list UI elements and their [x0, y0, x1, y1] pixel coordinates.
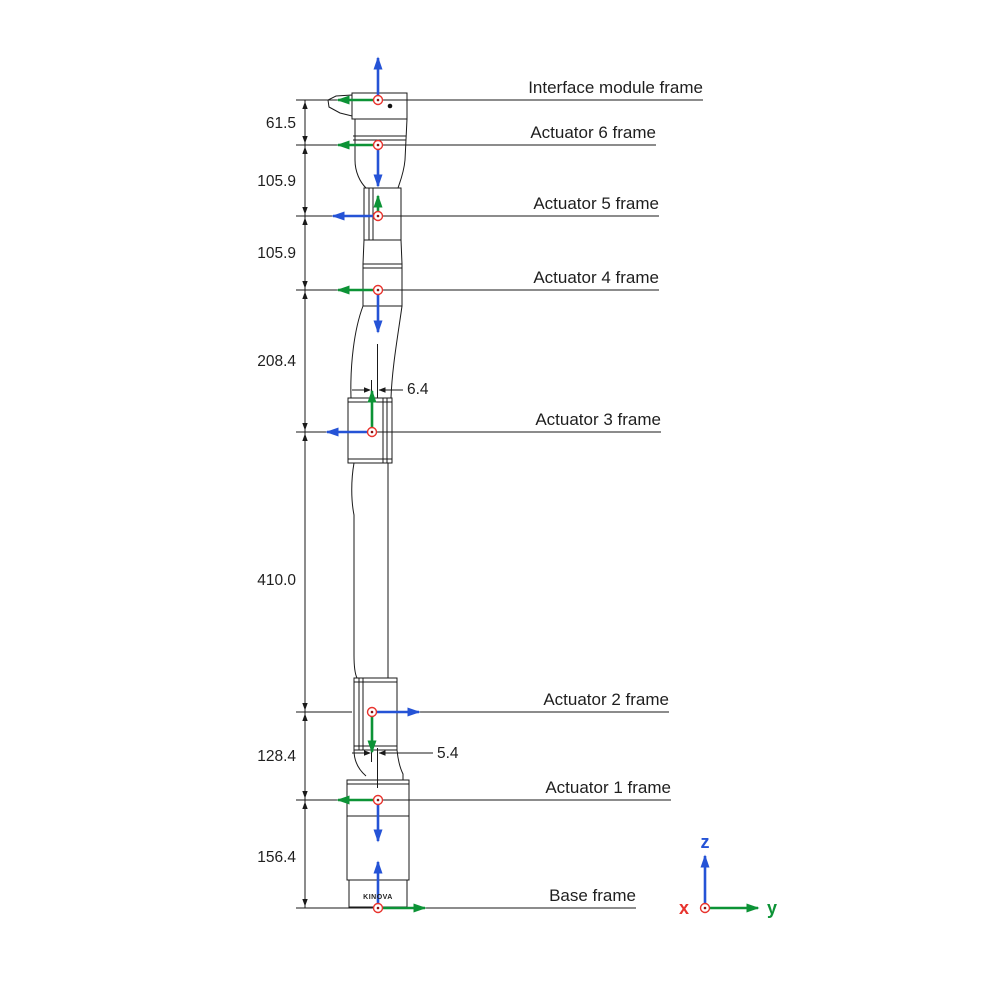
interface-frame-label: Interface module frame	[528, 78, 703, 97]
act1-origin-marker	[372, 794, 384, 806]
actuator4-block	[363, 263, 403, 307]
dim-arrow	[302, 291, 308, 299]
interface-origin-marker	[372, 94, 384, 106]
actuator2-frame-label: Actuator 2 frame	[543, 690, 669, 709]
frame-labels: Interface module frame Actuator 6 frame …	[528, 78, 703, 905]
frame-axes	[325, 56, 427, 913]
dim-arrow	[302, 433, 308, 441]
dim-5-4: 5.4	[437, 745, 459, 762]
base-frame-label: Base frame	[549, 886, 636, 905]
act6-origin-marker	[372, 139, 384, 151]
offset64-arrow-left	[378, 387, 386, 393]
dim-156-4: 156.4	[257, 849, 296, 866]
dim-arrow	[302, 217, 308, 225]
dim-arrow	[302, 703, 308, 711]
act2-origin-marker	[366, 706, 378, 718]
dim-208-4: 208.4	[257, 353, 296, 370]
dim-105-9-a: 105.9	[257, 173, 296, 190]
frame-origins	[366, 94, 384, 914]
link2-1-right	[396, 749, 404, 780]
actuator6-body-right	[397, 118, 408, 189]
actuator6-body	[354, 119, 367, 189]
dim-61-5: 61.5	[266, 115, 296, 132]
dim-arrow	[302, 207, 308, 215]
dim-128-4: 128.4	[257, 748, 296, 765]
link3-2-left	[351, 462, 358, 679]
dim-105-9-b: 105.9	[257, 245, 296, 262]
dim-6-4: 6.4	[407, 381, 429, 398]
offset54-arrow-left	[378, 750, 386, 756]
triad-x-label: x	[679, 898, 689, 918]
dim-arrow	[302, 713, 308, 721]
dim-410-0: 410.0	[257, 572, 296, 589]
act5-act4-left	[362, 239, 365, 265]
dim-arrow	[302, 281, 308, 289]
actuator5-frame-label: Actuator 5 frame	[533, 194, 659, 213]
triad-z-label: z	[701, 832, 710, 852]
dim-arrow	[302, 136, 308, 144]
dim-arrow	[302, 146, 308, 154]
actuator4-frame-label: Actuator 4 frame	[533, 268, 659, 287]
base-origin-marker	[372, 902, 384, 914]
dim-arrow	[302, 423, 308, 431]
act5-origin-marker	[372, 210, 384, 222]
brand-logo-text: KINOVA	[363, 894, 393, 901]
act4-origin-marker	[372, 284, 384, 296]
actuator6-frame-label: Actuator 6 frame	[530, 123, 656, 142]
dim-arrow	[302, 899, 308, 907]
end-connector-shape	[327, 94, 353, 117]
actuator1-frame-label: Actuator 1 frame	[545, 778, 671, 797]
dim-arrow	[302, 801, 308, 809]
world-axis-triad: z y x	[679, 832, 777, 918]
triad-origin-marker	[699, 902, 711, 914]
robot-outline	[327, 92, 410, 908]
triad-y-label: y	[767, 898, 777, 918]
link4-3-left	[350, 305, 364, 399]
actuator3-frame-label: Actuator 3 frame	[535, 410, 661, 429]
interface-hole	[387, 103, 393, 109]
link4-3-right	[390, 305, 403, 399]
offset54-arrow-right	[364, 750, 371, 756]
act3-origin-marker	[366, 426, 378, 438]
dim-arrow	[302, 791, 308, 799]
dimension-labels: 61.5 105.9 105.9 208.4 410.0 128.4 156.4…	[257, 115, 459, 866]
act5-act4-right	[400, 239, 403, 265]
actuator1-block	[346, 779, 410, 881]
offset64-arrow-right	[364, 387, 371, 393]
dimension-chain	[296, 99, 314, 909]
dim-arrow	[302, 101, 308, 109]
